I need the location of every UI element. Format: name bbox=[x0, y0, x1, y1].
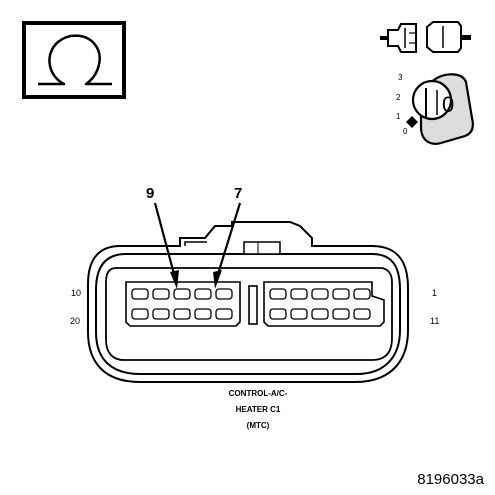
pin-label-20: 20 bbox=[70, 316, 80, 326]
terminal-cavity-top-right-4 bbox=[332, 288, 350, 300]
ignition-position-0: 0 bbox=[403, 127, 408, 136]
terminal-cavity-bottom-left-4 bbox=[194, 308, 212, 320]
probe-arrow-pin-9: 9 bbox=[146, 185, 179, 289]
terminal-cavity-bottom-right-2 bbox=[290, 308, 308, 320]
ignition-position-3: 3 bbox=[398, 73, 403, 82]
terminal-cavities bbox=[131, 288, 371, 320]
terminal-cavity-bottom-right-1 bbox=[269, 308, 287, 320]
figure-id: 8196033a bbox=[417, 471, 484, 488]
terminal-cavity-top-right-3 bbox=[311, 288, 329, 300]
ignition-key-icon: 3 2 1 0 0 bbox=[396, 73, 474, 145]
terminal-cavity-top-left-5 bbox=[215, 288, 233, 300]
terminal-cavity-bottom-right-4 bbox=[332, 308, 350, 320]
terminal-cavity-top-left-4 bbox=[194, 288, 212, 300]
connector-body bbox=[87, 221, 409, 383]
disconnected-connector-icon bbox=[380, 21, 471, 53]
pin-label-10: 10 bbox=[71, 288, 81, 298]
terminal-cavity-top-right-2 bbox=[290, 288, 308, 300]
terminal-cavity-bottom-left-3 bbox=[173, 308, 191, 320]
pin-label-1: 1 bbox=[432, 288, 437, 298]
terminal-cavity-top-left-1 bbox=[131, 288, 149, 300]
arrow-label-9: 9 bbox=[146, 185, 154, 202]
terminal-cavity-top-left-3 bbox=[173, 288, 191, 300]
terminal-cavity-bottom-right-3 bbox=[311, 308, 329, 320]
arrow-label-7: 7 bbox=[234, 185, 242, 202]
pin-label-11: 11 bbox=[430, 316, 439, 326]
ohm-symbol-icon bbox=[22, 21, 126, 99]
connector-caption-line1: CONTROL-A/C- bbox=[229, 389, 288, 398]
ignition-key-label: 0 bbox=[442, 92, 454, 117]
terminal-cavity-bottom-left-5 bbox=[215, 308, 233, 320]
terminal-cavity-bottom-right-5 bbox=[353, 308, 371, 320]
connector-caption-line2: HEATER C1 bbox=[236, 405, 281, 414]
probe-arrow-pin-7: 7 bbox=[213, 185, 242, 289]
terminal-cavity-top-left-2 bbox=[152, 288, 170, 300]
ignition-position-1: 1 bbox=[396, 112, 401, 121]
ignition-position-2: 2 bbox=[396, 93, 401, 102]
connector-caption-line3: (MTC) bbox=[247, 421, 270, 430]
terminal-cavity-bottom-left-1 bbox=[131, 308, 149, 320]
terminal-cavity-top-right-1 bbox=[269, 288, 287, 300]
terminal-cavity-bottom-left-2 bbox=[152, 308, 170, 320]
terminal-cavity-top-right-5 bbox=[353, 288, 371, 300]
